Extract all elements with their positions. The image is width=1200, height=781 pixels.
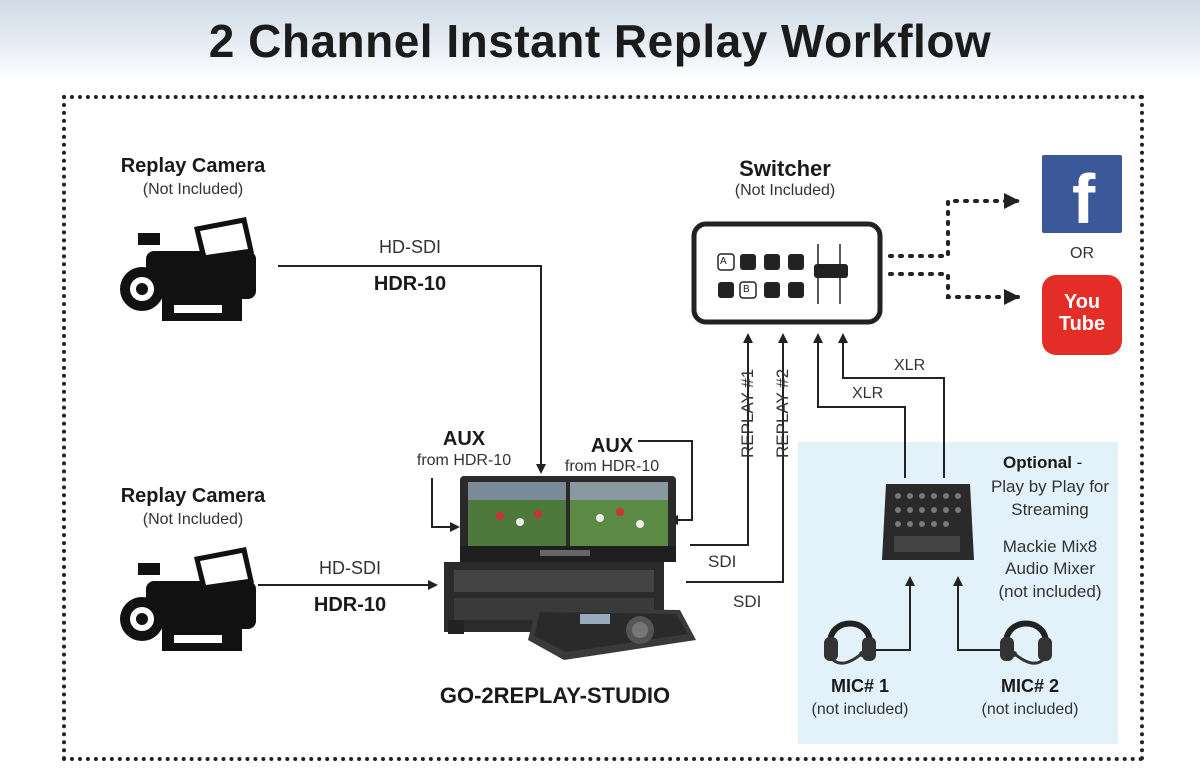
aux-right-sub: from HDR-10 — [564, 458, 660, 475]
headset1-icon — [824, 620, 876, 665]
youtube-glyph-bottom: Tube — [1058, 313, 1106, 335]
facebook-icon: f — [1042, 155, 1122, 238]
xlr1-line — [813, 333, 906, 478]
xlr2-line — [838, 333, 945, 478]
camera2-sub: (Not Included) — [142, 511, 244, 528]
sdi1-label: SDI — [708, 552, 737, 571]
youtube-icon: You Tube — [1042, 275, 1122, 355]
aux-left-sub: from HDR-10 — [416, 452, 512, 469]
header-background — [0, 0, 1200, 80]
camera1-label: Replay Camera — [120, 155, 266, 177]
mic2-line — [953, 576, 1000, 651]
cam2-signal-label: HD-SDI — [319, 558, 381, 578]
optional-title: Optional — [1003, 453, 1072, 472]
camera1-sub: (Not Included) — [142, 181, 244, 198]
replay1-line — [690, 333, 753, 546]
cam2-device-label: HDR-10 — [313, 594, 387, 616]
cam1-device-label: HDR-10 — [373, 273, 447, 295]
switcher-button-b: B — [743, 284, 750, 295]
replay1-label: REPLAY #1 — [738, 368, 757, 458]
optional-line1: Play by Play for — [990, 477, 1110, 496]
headset2-icon — [1000, 620, 1052, 665]
camera2-label: Replay Camera — [120, 485, 266, 507]
mic2-sub: (not included) — [981, 701, 1079, 718]
stream-youtube-line — [888, 272, 1020, 305]
replay2-line — [686, 333, 788, 583]
aux-left-arrow — [431, 478, 460, 532]
studio-device-illustration — [444, 476, 696, 660]
stream-facebook-line — [888, 193, 1020, 258]
mic1-line — [868, 576, 915, 651]
mixer-name-line2: Audio Mixer — [1005, 559, 1095, 578]
xlr1-label: XLR — [852, 385, 884, 402]
replay2-label: REPLAY #2 — [773, 368, 792, 458]
optional-line2: Streaming — [1011, 500, 1089, 519]
cam1-to-studio-line — [278, 265, 546, 474]
mixer-name-line1: Mackie Mix8 — [1002, 537, 1098, 556]
youtube-glyph-top: You — [1063, 291, 1101, 313]
facebook-glyph: f — [1072, 160, 1096, 238]
switcher-label: Switcher — [739, 156, 831, 181]
aux-left-label: AUX — [442, 428, 486, 450]
studio-label: GO-2REPLAY-STUDIO — [439, 683, 671, 708]
switcher-button-a: A — [720, 256, 727, 267]
aux-right-label: AUX — [590, 435, 634, 457]
audio-mixer-icon — [882, 484, 974, 560]
camera1-icon — [120, 217, 256, 321]
switcher-device-icon — [691, 221, 883, 325]
workflow-frame — [62, 95, 1144, 761]
mic2-label: MIC# 2 — [1000, 676, 1060, 696]
or-label: OR — [1070, 245, 1094, 262]
mic1-label: MIC# 1 — [830, 676, 890, 696]
aux-right-arrow — [638, 440, 693, 525]
cam1-signal-label: HD-SDI — [379, 237, 441, 257]
camera2-icon — [120, 547, 256, 651]
mic1-sub: (not included) — [811, 701, 909, 718]
sdi2-label: SDI — [733, 592, 762, 611]
switcher-sub: (Not Included) — [734, 182, 836, 199]
mixer-name-line3: (not included) — [998, 582, 1102, 601]
optional-title-row: Optional - — [1003, 453, 1082, 473]
optional-dash: - — [1071, 453, 1083, 472]
page-title: 2 Channel Instant Replay Workflow — [208, 15, 992, 67]
xlr2-label: XLR — [894, 357, 926, 374]
